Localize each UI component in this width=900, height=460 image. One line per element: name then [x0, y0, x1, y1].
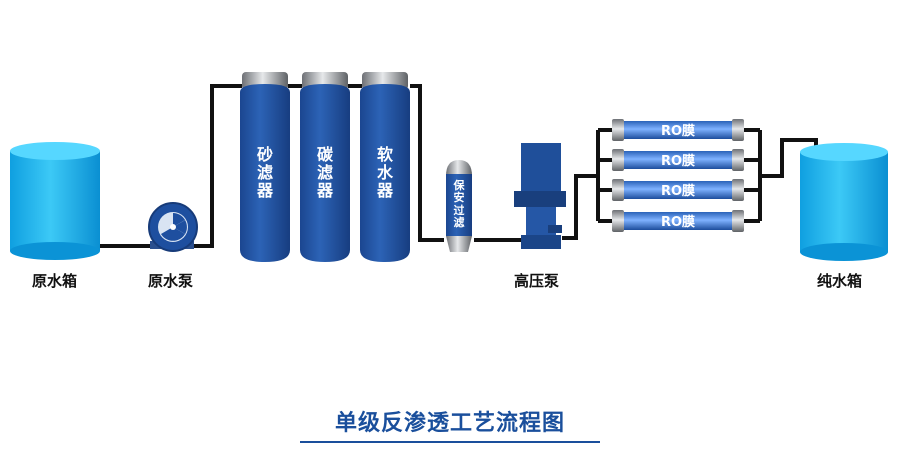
softener-label: 软水器 [376, 145, 393, 200]
pipe-hpump-to-membranes [562, 174, 598, 240]
sand-filter-label: 砂滤器 [256, 145, 273, 200]
ro-membrane-1: RO膜 [612, 119, 744, 141]
ro-membrane-bank: RO膜 RO膜 RO膜 RO膜 [612, 119, 744, 232]
sand-filter [240, 72, 290, 262]
ro-membrane-3: RO膜 [612, 179, 744, 201]
raw-tank-label: 原水箱 [32, 272, 78, 290]
pipe-network [100, 84, 818, 248]
title-underline [300, 441, 600, 443]
ro-membrane-label: RO膜 [661, 214, 695, 230]
water-softener [360, 72, 410, 262]
pipe-softener-to-security [410, 84, 444, 242]
raw-pump-label: 原水泵 [148, 272, 194, 290]
pipe-pump-to-sand [192, 84, 242, 248]
ro-membrane-label: RO膜 [661, 183, 695, 199]
ro-membrane-2: RO膜 [612, 149, 744, 171]
pipe-to-pure-tank [760, 138, 818, 178]
pure-tank-label: 纯水箱 [817, 272, 863, 290]
fan-icon [161, 213, 187, 241]
raw-water-tank [10, 142, 100, 260]
ro-membrane-4: RO膜 [612, 210, 744, 232]
carbon-filter-label: 碳滤器 [316, 145, 333, 200]
ro-membrane-label: RO膜 [661, 123, 695, 139]
pure-water-tank [800, 143, 888, 261]
high-pressure-pump [514, 143, 566, 249]
carbon-filter [300, 72, 350, 262]
security-filter-label: 保安过滤 [453, 179, 465, 229]
diagram-title: 单级反渗透工艺流程图 [334, 411, 565, 436]
raw-water-pump [148, 202, 198, 252]
ro-membrane-label: RO膜 [661, 153, 695, 169]
high-pump-label: 高压泵 [514, 272, 560, 290]
security-filter [446, 160, 472, 252]
